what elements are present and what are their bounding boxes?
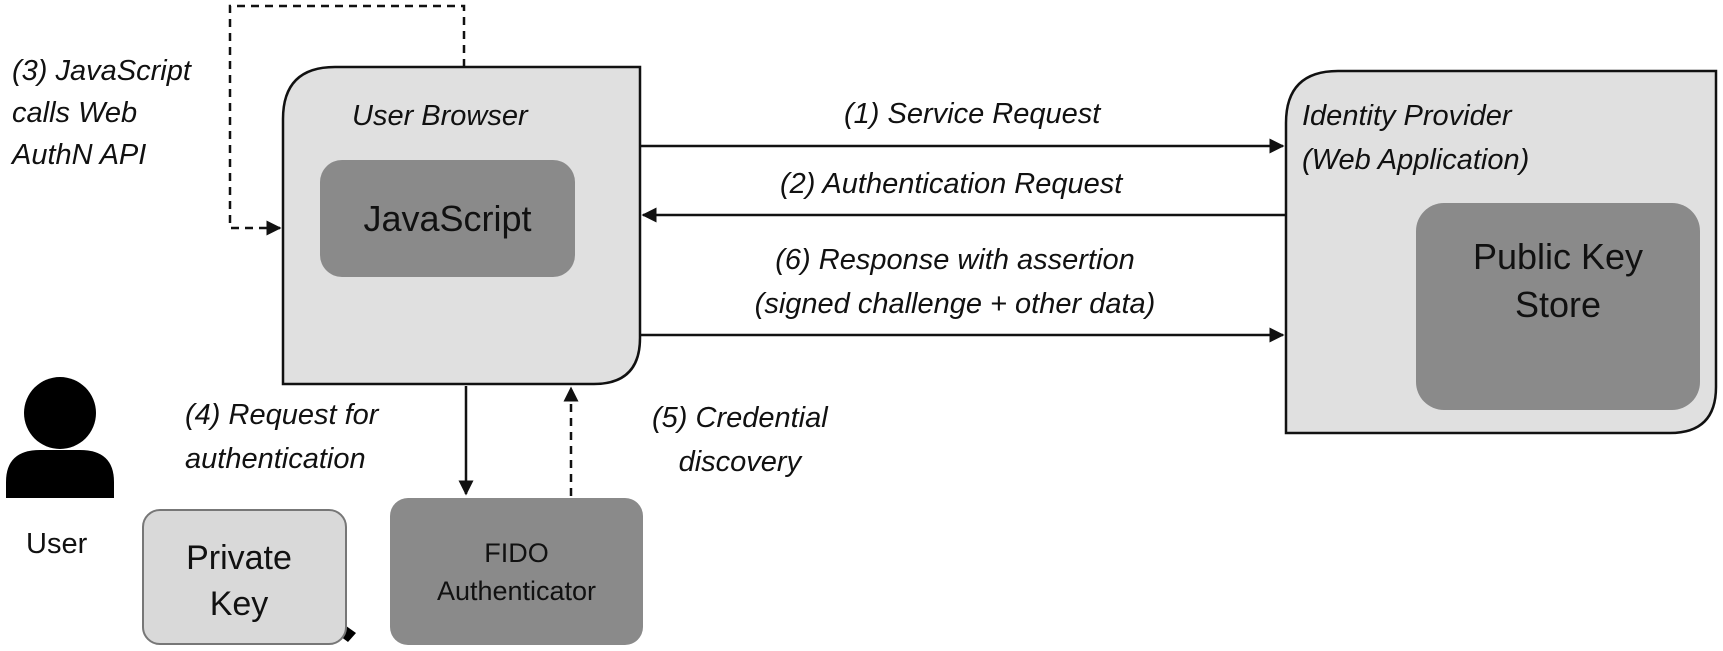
- step-4-line2: authentication: [185, 443, 366, 475]
- step-6-line2: (signed challenge + other data): [754, 288, 1156, 320]
- user-browser-label: User Browser: [352, 100, 528, 132]
- step-5-line1: (5) Credential: [652, 402, 828, 434]
- user-label: User: [26, 528, 88, 560]
- step-6-label: (6) Response with assertion (signed chal…: [720, 238, 1190, 326]
- javascript-label: JavaScript: [363, 197, 532, 239]
- private-key-line1: Private: [186, 539, 292, 577]
- step-6-line1: (6) Response with assertion: [775, 244, 1135, 276]
- step-3-line1: (3) JavaScript: [12, 55, 191, 87]
- public-key-store-line1: Public Key: [1472, 236, 1644, 277]
- step-5-label: (5) Credential discovery: [652, 396, 828, 484]
- step-3-line3: AuthN API: [12, 139, 147, 171]
- private-key-box: Private Key: [142, 509, 347, 645]
- arrow-step-3: [228, 4, 466, 236]
- public-key-store-line2: Store: [1514, 284, 1602, 325]
- identity-provider-line2: (Web Application): [1302, 144, 1530, 176]
- step-3-line2: calls Web: [12, 97, 138, 129]
- public-key-store-box: Public Key Store: [1416, 203, 1700, 410]
- javascript-box: JavaScript: [320, 160, 575, 277]
- step-4-line1: (4) Request for: [185, 399, 379, 431]
- fido-line2: Authenticator: [436, 575, 597, 606]
- step-3-label: (3) JavaScript calls Web AuthN API: [12, 50, 191, 176]
- fido-authenticator-box: FIDO Authenticator: [390, 498, 643, 645]
- fido-line1: FIDO: [484, 537, 549, 568]
- identity-provider-line1: Identity Provider: [1302, 100, 1512, 132]
- person-icon: [6, 377, 114, 498]
- step-5-line2: discovery: [678, 446, 802, 478]
- step-4-label: (4) Request for authentication: [185, 393, 378, 481]
- private-key-line2: Key: [209, 585, 269, 623]
- step-1-label: (1) Service Request: [844, 98, 1101, 130]
- step-2-label: (2) Authentication Request: [780, 168, 1123, 200]
- identity-provider-label: Identity Provider (Web Application): [1302, 94, 1529, 182]
